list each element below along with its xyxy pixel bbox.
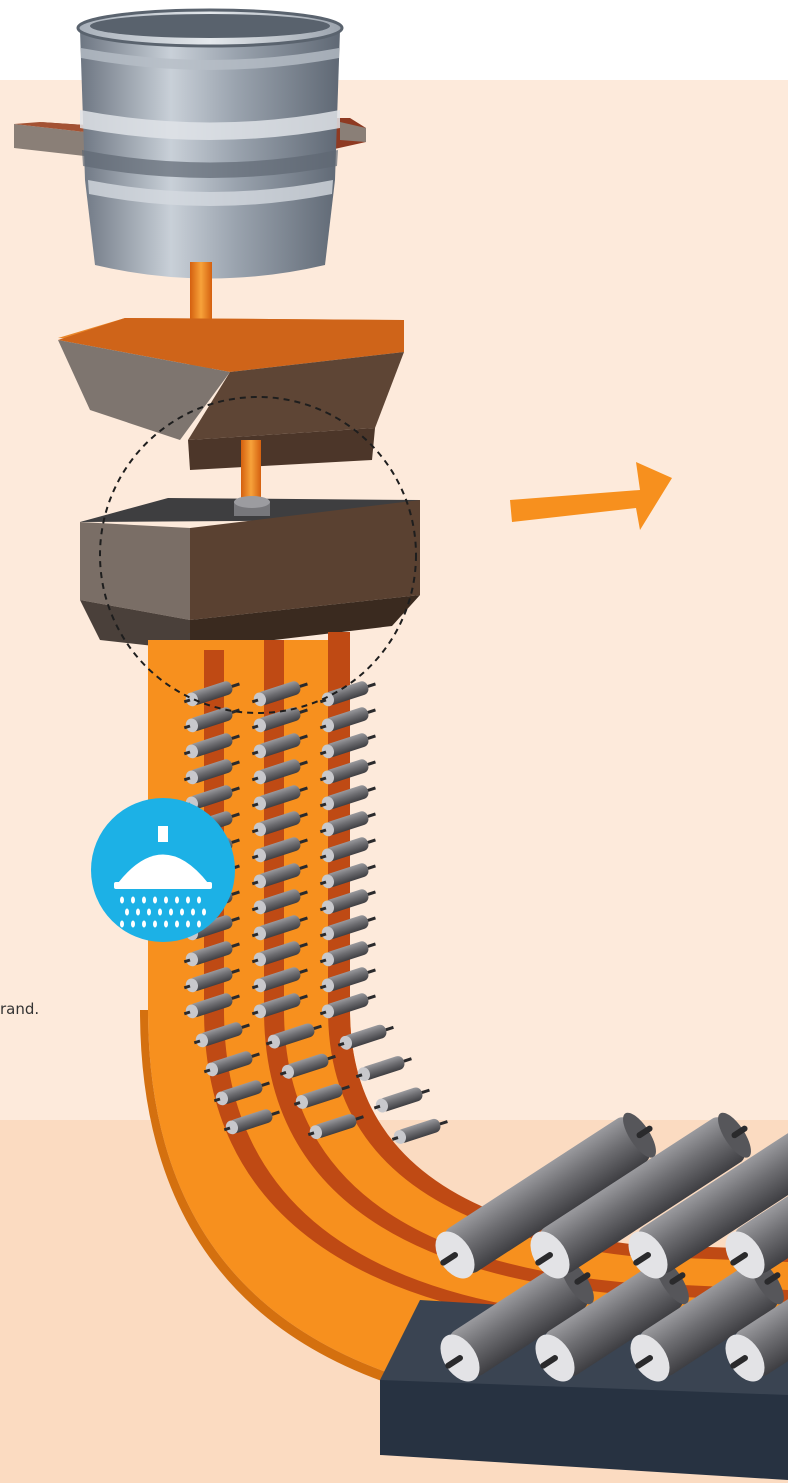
- water-drop: [164, 921, 168, 928]
- mould-icon: [80, 496, 420, 650]
- water-drop: [120, 921, 124, 928]
- water-drop: [202, 909, 206, 916]
- water-drop: [153, 921, 157, 928]
- water-drop: [153, 897, 157, 904]
- water-drop: [175, 921, 179, 928]
- water-drop: [120, 897, 124, 904]
- water-drop: [147, 909, 151, 916]
- water-drop: [186, 921, 190, 928]
- water-drop: [125, 909, 129, 916]
- water-drop: [180, 909, 184, 916]
- water-drop: [175, 897, 179, 904]
- water-drop: [158, 909, 162, 916]
- ladle-icon: [78, 10, 342, 279]
- caption-fragment: rand.: [0, 1000, 39, 1018]
- water-drop: [164, 897, 168, 904]
- water-drop: [186, 897, 190, 904]
- water-drop: [197, 897, 201, 904]
- water-drop: [197, 921, 201, 928]
- water-drop: [142, 897, 146, 904]
- shower-icon: [91, 798, 235, 942]
- water-drop: [131, 921, 135, 928]
- water-drop: [136, 909, 140, 916]
- water-drop: [142, 921, 146, 928]
- water-drop: [191, 909, 195, 916]
- water-drop: [131, 897, 135, 904]
- water-drop: [169, 909, 173, 916]
